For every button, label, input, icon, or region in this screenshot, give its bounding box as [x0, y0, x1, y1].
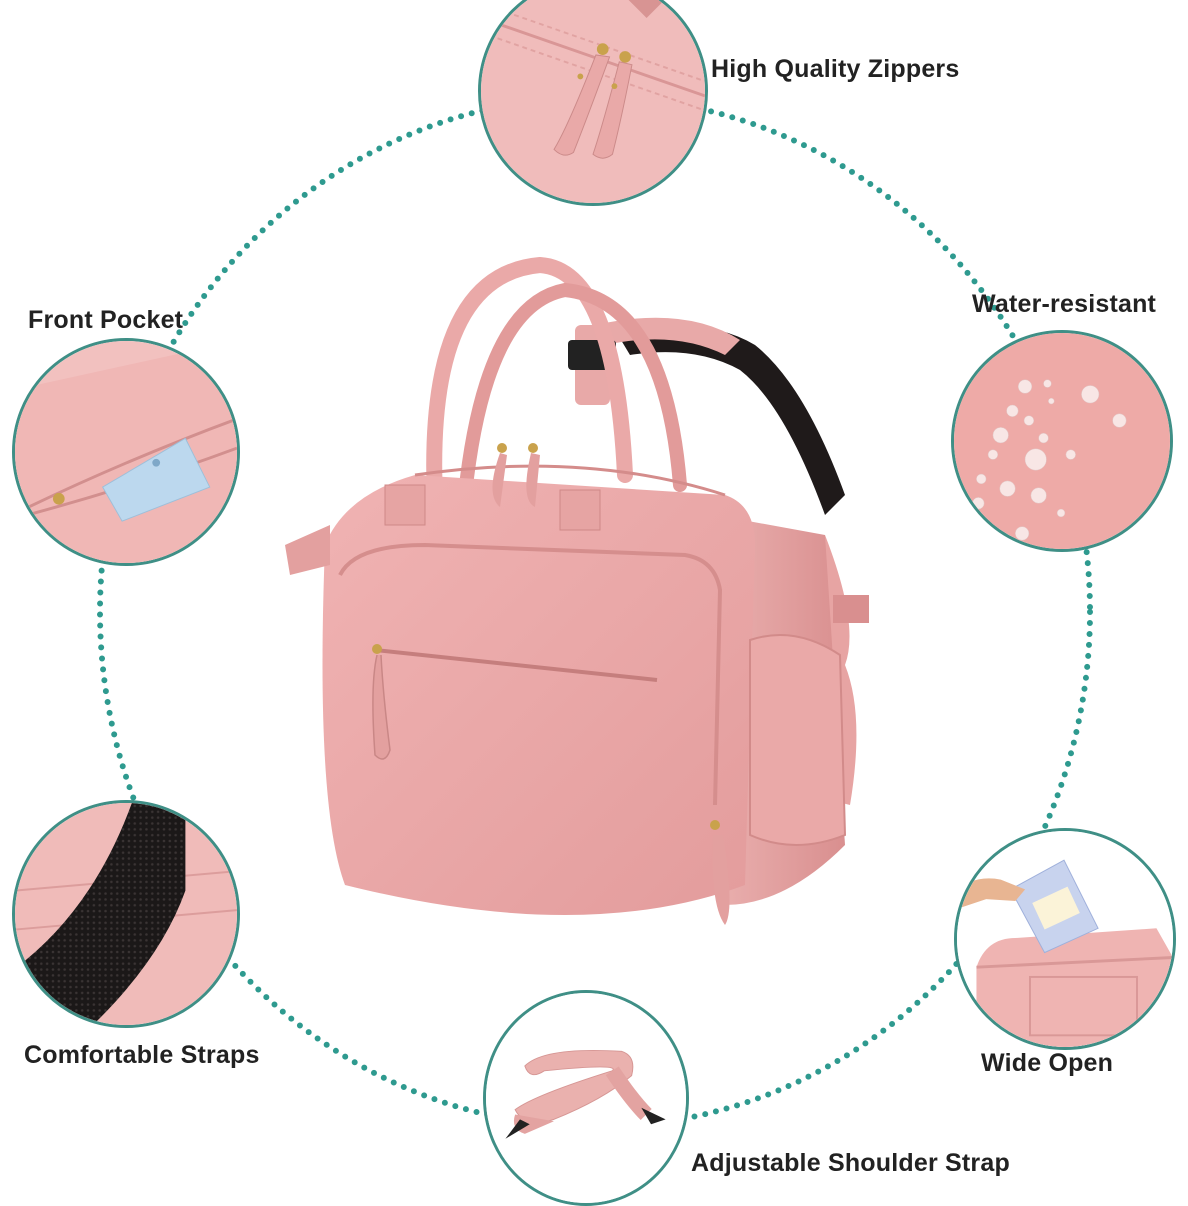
shoulder-strap-icon — [486, 993, 686, 1203]
wide-open-feature-image — [954, 828, 1176, 1050]
water-resistant-feature-image — [951, 330, 1173, 552]
open-bag-with-wipes-icon — [957, 831, 1173, 1047]
front-pocket-feature-image — [12, 338, 240, 566]
shoulder-strap-feature-image — [483, 990, 689, 1206]
water-droplets-icon — [954, 333, 1170, 549]
feature-label-zippers: High Quality Zippers — [711, 55, 960, 83]
comfortable-straps-feature-image — [12, 800, 240, 1028]
feature-label-straps: Comfortable Straps — [24, 1041, 260, 1069]
feature-label-water-resistant: Water-resistant — [972, 290, 1157, 318]
feature-label-shoulder-strap: Adjustable Shoulder Strap — [691, 1149, 1010, 1177]
zipper-pulls-icon — [481, 0, 705, 203]
feature-label-wide-open: Wide Open — [981, 1049, 1114, 1077]
feature-label-front-pocket: Front Pocket — [28, 306, 184, 334]
zippers-feature-image — [478, 0, 708, 206]
mesh-strap-icon — [15, 803, 237, 1025]
front-pocket-icon — [15, 341, 237, 563]
diaper-bag-product-image — [285, 256, 869, 925]
